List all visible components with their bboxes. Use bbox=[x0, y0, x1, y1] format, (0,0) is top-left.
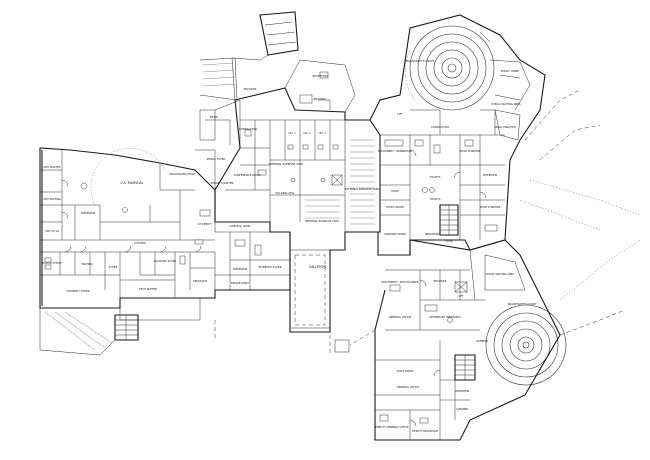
label-internal-exercise-yard: INTERNAL EXERCISE YARD bbox=[269, 162, 303, 166]
label-external-exercise-yard: EXTERNAL EXERCISE YARD bbox=[345, 187, 380, 191]
label-sergeant: SERGEANT bbox=[193, 279, 207, 283]
label-stair: STAIR bbox=[445, 239, 453, 243]
label-control-level: CONTROL LEVEL bbox=[229, 224, 251, 228]
label-witness: WITNESS bbox=[476, 339, 488, 343]
label-magistrates-court-2: MAGISTRATE'S COURT bbox=[508, 302, 537, 306]
label-interview: INTERVIEW bbox=[81, 211, 96, 215]
label-public-lobby: PUBLIC LOBBY bbox=[501, 69, 520, 73]
label-lift-2: LIFT bbox=[458, 294, 464, 298]
label-cleaner: CLEANER bbox=[456, 407, 468, 411]
label-public-waiting: PUBLIC WAITING AREA bbox=[491, 102, 520, 106]
label-property-store: PROPERTY STORE bbox=[67, 289, 90, 293]
label-reception: RECEPTION bbox=[313, 74, 328, 78]
label-contractor: CONTRACTOR bbox=[239, 127, 257, 131]
label-stationery-generator: STATIONERY / GENERATOR bbox=[378, 149, 412, 153]
label-study-room: STUDY ROOM bbox=[386, 205, 404, 209]
label-multi-purpose-2: MULTI PURPOSE bbox=[480, 205, 501, 209]
label-cp-deputy: CP DEPUTY bbox=[198, 222, 213, 226]
label-public-counter: PUBLIC COUNTER bbox=[211, 181, 234, 185]
label-sallyport: SALLYPORT bbox=[309, 265, 327, 269]
label-police-office: POLICE OFFICE bbox=[42, 261, 62, 265]
label-us-marshal: U.S. MARSHAL bbox=[121, 181, 144, 185]
label-internal-exercise-yard-2: INTERNAL EXERCISE YARD bbox=[305, 219, 339, 223]
label-stationery-photocopier: STATIONERY / PHOTOCOPIER bbox=[381, 280, 418, 284]
label-store: STORE bbox=[109, 265, 118, 269]
upper-right-wing bbox=[369, 14, 641, 256]
label-kitchen: KITCHEN bbox=[134, 241, 145, 245]
label-staff-room: STAFF ROOM bbox=[397, 369, 414, 373]
label-contractor-2: CONTRACTOR bbox=[431, 125, 449, 129]
label-magistrates-court: MAGISTRATE'S COURT bbox=[406, 59, 435, 63]
label-cpo-master: CPO MASTER bbox=[44, 165, 61, 169]
label-legal-practice: LEGAL PRACTICE bbox=[494, 125, 516, 129]
label-cell-3: CELL 3 bbox=[318, 132, 326, 135]
label-toilets-f: TOILETS bbox=[430, 197, 441, 201]
left-wing bbox=[39, 147, 291, 356]
label-magistrate-judge: MAGISTRATE JUDGE bbox=[169, 172, 195, 176]
label-general-office: GENERAL OFFICE bbox=[389, 315, 412, 319]
label-multi-purpose: MULTI PURPOSE bbox=[460, 149, 481, 153]
label-tech-buffer: TECH BUFFER bbox=[139, 287, 157, 291]
label-staff: STAFF bbox=[391, 189, 399, 193]
label-interview-4: INTERVIEW bbox=[233, 267, 248, 271]
label-conference-room: CONFERENCE ROOM bbox=[234, 173, 261, 177]
label-cpo-waiting: CPO WAITING bbox=[43, 197, 61, 201]
label-uniform-store: UNIFORM STORE bbox=[384, 232, 406, 236]
label-lift: LIFT bbox=[397, 112, 403, 116]
label-finger-print: FINGER PRINT bbox=[231, 281, 250, 285]
label-cpo-vs: CPO VS VS bbox=[45, 229, 59, 233]
room-labels: U.S. MARSHAL CPO MASTER CPO WAITING INTE… bbox=[42, 59, 536, 433]
label-general-office-2: GENERAL OFFICE bbox=[397, 385, 420, 389]
label-cell-2: CELL 2 bbox=[303, 132, 311, 135]
lower-right-wing bbox=[349, 239, 641, 441]
label-account-store: ACCOUNT STORE bbox=[154, 259, 177, 263]
label-registry: REGISTRY bbox=[314, 97, 327, 101]
label-court-waiting: COURT WAITING AREA bbox=[486, 272, 515, 276]
label-defendant-interview: DEFENDANT INTERVIEW bbox=[429, 315, 461, 319]
label-entry: ENTRY bbox=[210, 115, 219, 119]
label-toilets-m: TOILETS bbox=[430, 175, 441, 179]
label-deputy-registrar: DEPUTY REGISTRAR bbox=[412, 429, 438, 433]
label-mediation: MEDIATION bbox=[425, 232, 440, 236]
label-interview-3: INTERVIEW bbox=[455, 389, 470, 393]
label-records-2: RECORDS bbox=[434, 279, 447, 283]
label-waiting: WAITING bbox=[81, 262, 92, 266]
label-evidence-store: EVIDENCE STORE bbox=[259, 265, 282, 269]
label-public-foyer: PUBLIC FOYER bbox=[207, 157, 226, 161]
label-records: RECORDS bbox=[244, 87, 257, 91]
label-cell-1: CELL 1 bbox=[288, 132, 296, 135]
center-block bbox=[195, 11, 381, 355]
label-deputy-general-office: DEPUTY GENERAL OFFICE bbox=[375, 425, 409, 429]
label-interview-2: INTERVIEW bbox=[483, 173, 498, 177]
label-holding-cell: HOLDING CELL bbox=[275, 191, 295, 195]
